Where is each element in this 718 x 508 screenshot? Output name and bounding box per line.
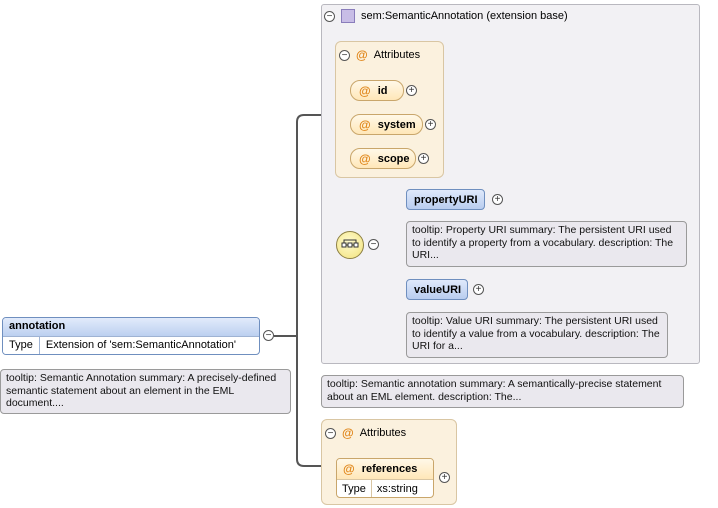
expand-valueuri-icon[interactable]: +: [473, 284, 484, 295]
attribute-id[interactable]: @ id: [350, 80, 404, 101]
expand-scope-icon[interactable]: +: [418, 153, 429, 164]
extension-header: − sem:SemanticAnnotation (extension base…: [324, 7, 568, 25]
attribute-group-icon: @: [356, 48, 368, 62]
annotation-type-row: Type Extension of 'sem:SemanticAnnotatio…: [3, 336, 259, 354]
extension-attributes-title: − @ Attributes: [339, 48, 420, 62]
annotation-tooltip: tooltip: Semantic Annotation summary: A …: [0, 369, 291, 414]
annotation-name: annotation: [3, 318, 259, 336]
collapse-annotation-icon[interactable]: −: [263, 330, 274, 341]
expand-references-icon[interactable]: +: [439, 472, 450, 483]
attribute-icon: @: [359, 151, 371, 166]
attribute-icon: @: [343, 462, 355, 476]
extension-tooltip: tooltip: Semantic annotation summary: A …: [321, 375, 684, 408]
sequence-icon[interactable]: [336, 231, 364, 259]
element-propertyuri[interactable]: propertyURI: [406, 189, 485, 210]
extension-title: sem:SemanticAnnotation (extension base): [361, 10, 568, 22]
own-attributes-title: − @ Attributes: [325, 426, 406, 440]
collapse-sequence-icon[interactable]: −: [368, 239, 379, 250]
references-type-row: Type xs:string: [337, 479, 433, 497]
valueuri-tooltip: tooltip: Value URI summary: The persiste…: [406, 312, 668, 358]
attribute-references[interactable]: @ references Type xs:string: [336, 458, 434, 498]
attribute-icon: @: [359, 117, 371, 132]
expand-id-icon[interactable]: +: [406, 85, 417, 96]
propertyuri-tooltip: tooltip: Property URI summary: The persi…: [406, 221, 687, 267]
attribute-system[interactable]: @ system: [350, 114, 423, 135]
references-header: @ references: [337, 459, 433, 479]
collapse-extension-icon[interactable]: −: [324, 10, 335, 22]
expand-propertyuri-icon[interactable]: +: [492, 194, 503, 205]
element-valueuri[interactable]: valueURI: [406, 279, 468, 300]
collapse-own-attributes-icon[interactable]: −: [325, 427, 336, 439]
sequence-glyph-icon: [341, 239, 359, 248]
attribute-icon: @: [359, 83, 371, 98]
expand-system-icon[interactable]: +: [425, 119, 436, 130]
attribute-group-icon: @: [342, 426, 354, 440]
complex-type-icon: [341, 9, 355, 23]
collapse-attributes-icon[interactable]: −: [339, 49, 350, 61]
element-annotation[interactable]: annotation Type Extension of 'sem:Semant…: [2, 317, 260, 355]
attribute-scope[interactable]: @ scope: [350, 148, 416, 169]
